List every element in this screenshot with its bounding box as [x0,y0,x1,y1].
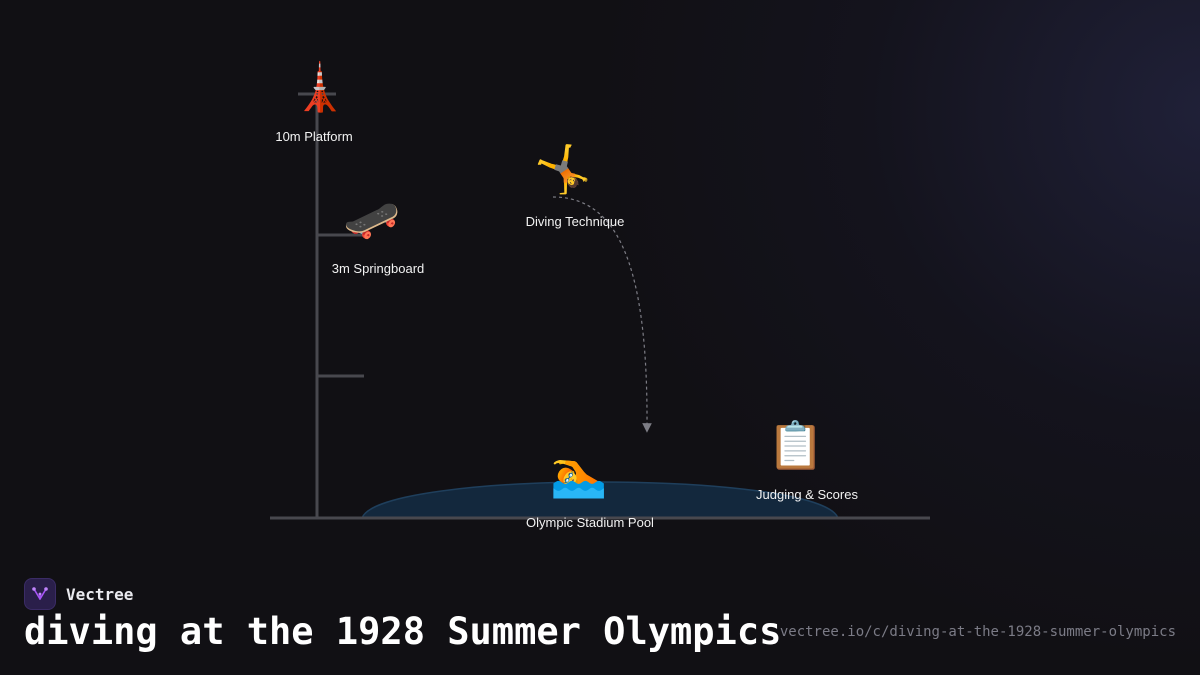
tokyo-tower-icon: 🗼 [291,61,349,113]
brand: Vectree [24,577,133,611]
dive-trajectory [552,196,652,433]
clipboard-icon: 📋 [767,419,825,471]
pool-water [360,481,840,519]
node-label-platform: 10m Platform [275,129,353,144]
node-label-springboard: 3m Springboard [331,261,425,276]
node-label-technique: Diving Technique [525,214,625,229]
cartwheel-person-icon: 🤸 [534,143,592,195]
vectree-logo-icon [24,578,56,610]
brand-name: Vectree [66,584,134,604]
source-url[interactable]: vectree.io/c/diving-at-the-1928-summer-o… [779,624,1176,640]
page-title: diving at the 1928 Summer Olympics [24,610,782,653]
node-label-pool: Olympic Stadium Pool [526,515,654,530]
skateboard-icon: 🛹 [343,193,401,245]
swimmer-icon: 🏊 [550,447,608,499]
node-label-judging: Judging & Scores [756,487,858,502]
